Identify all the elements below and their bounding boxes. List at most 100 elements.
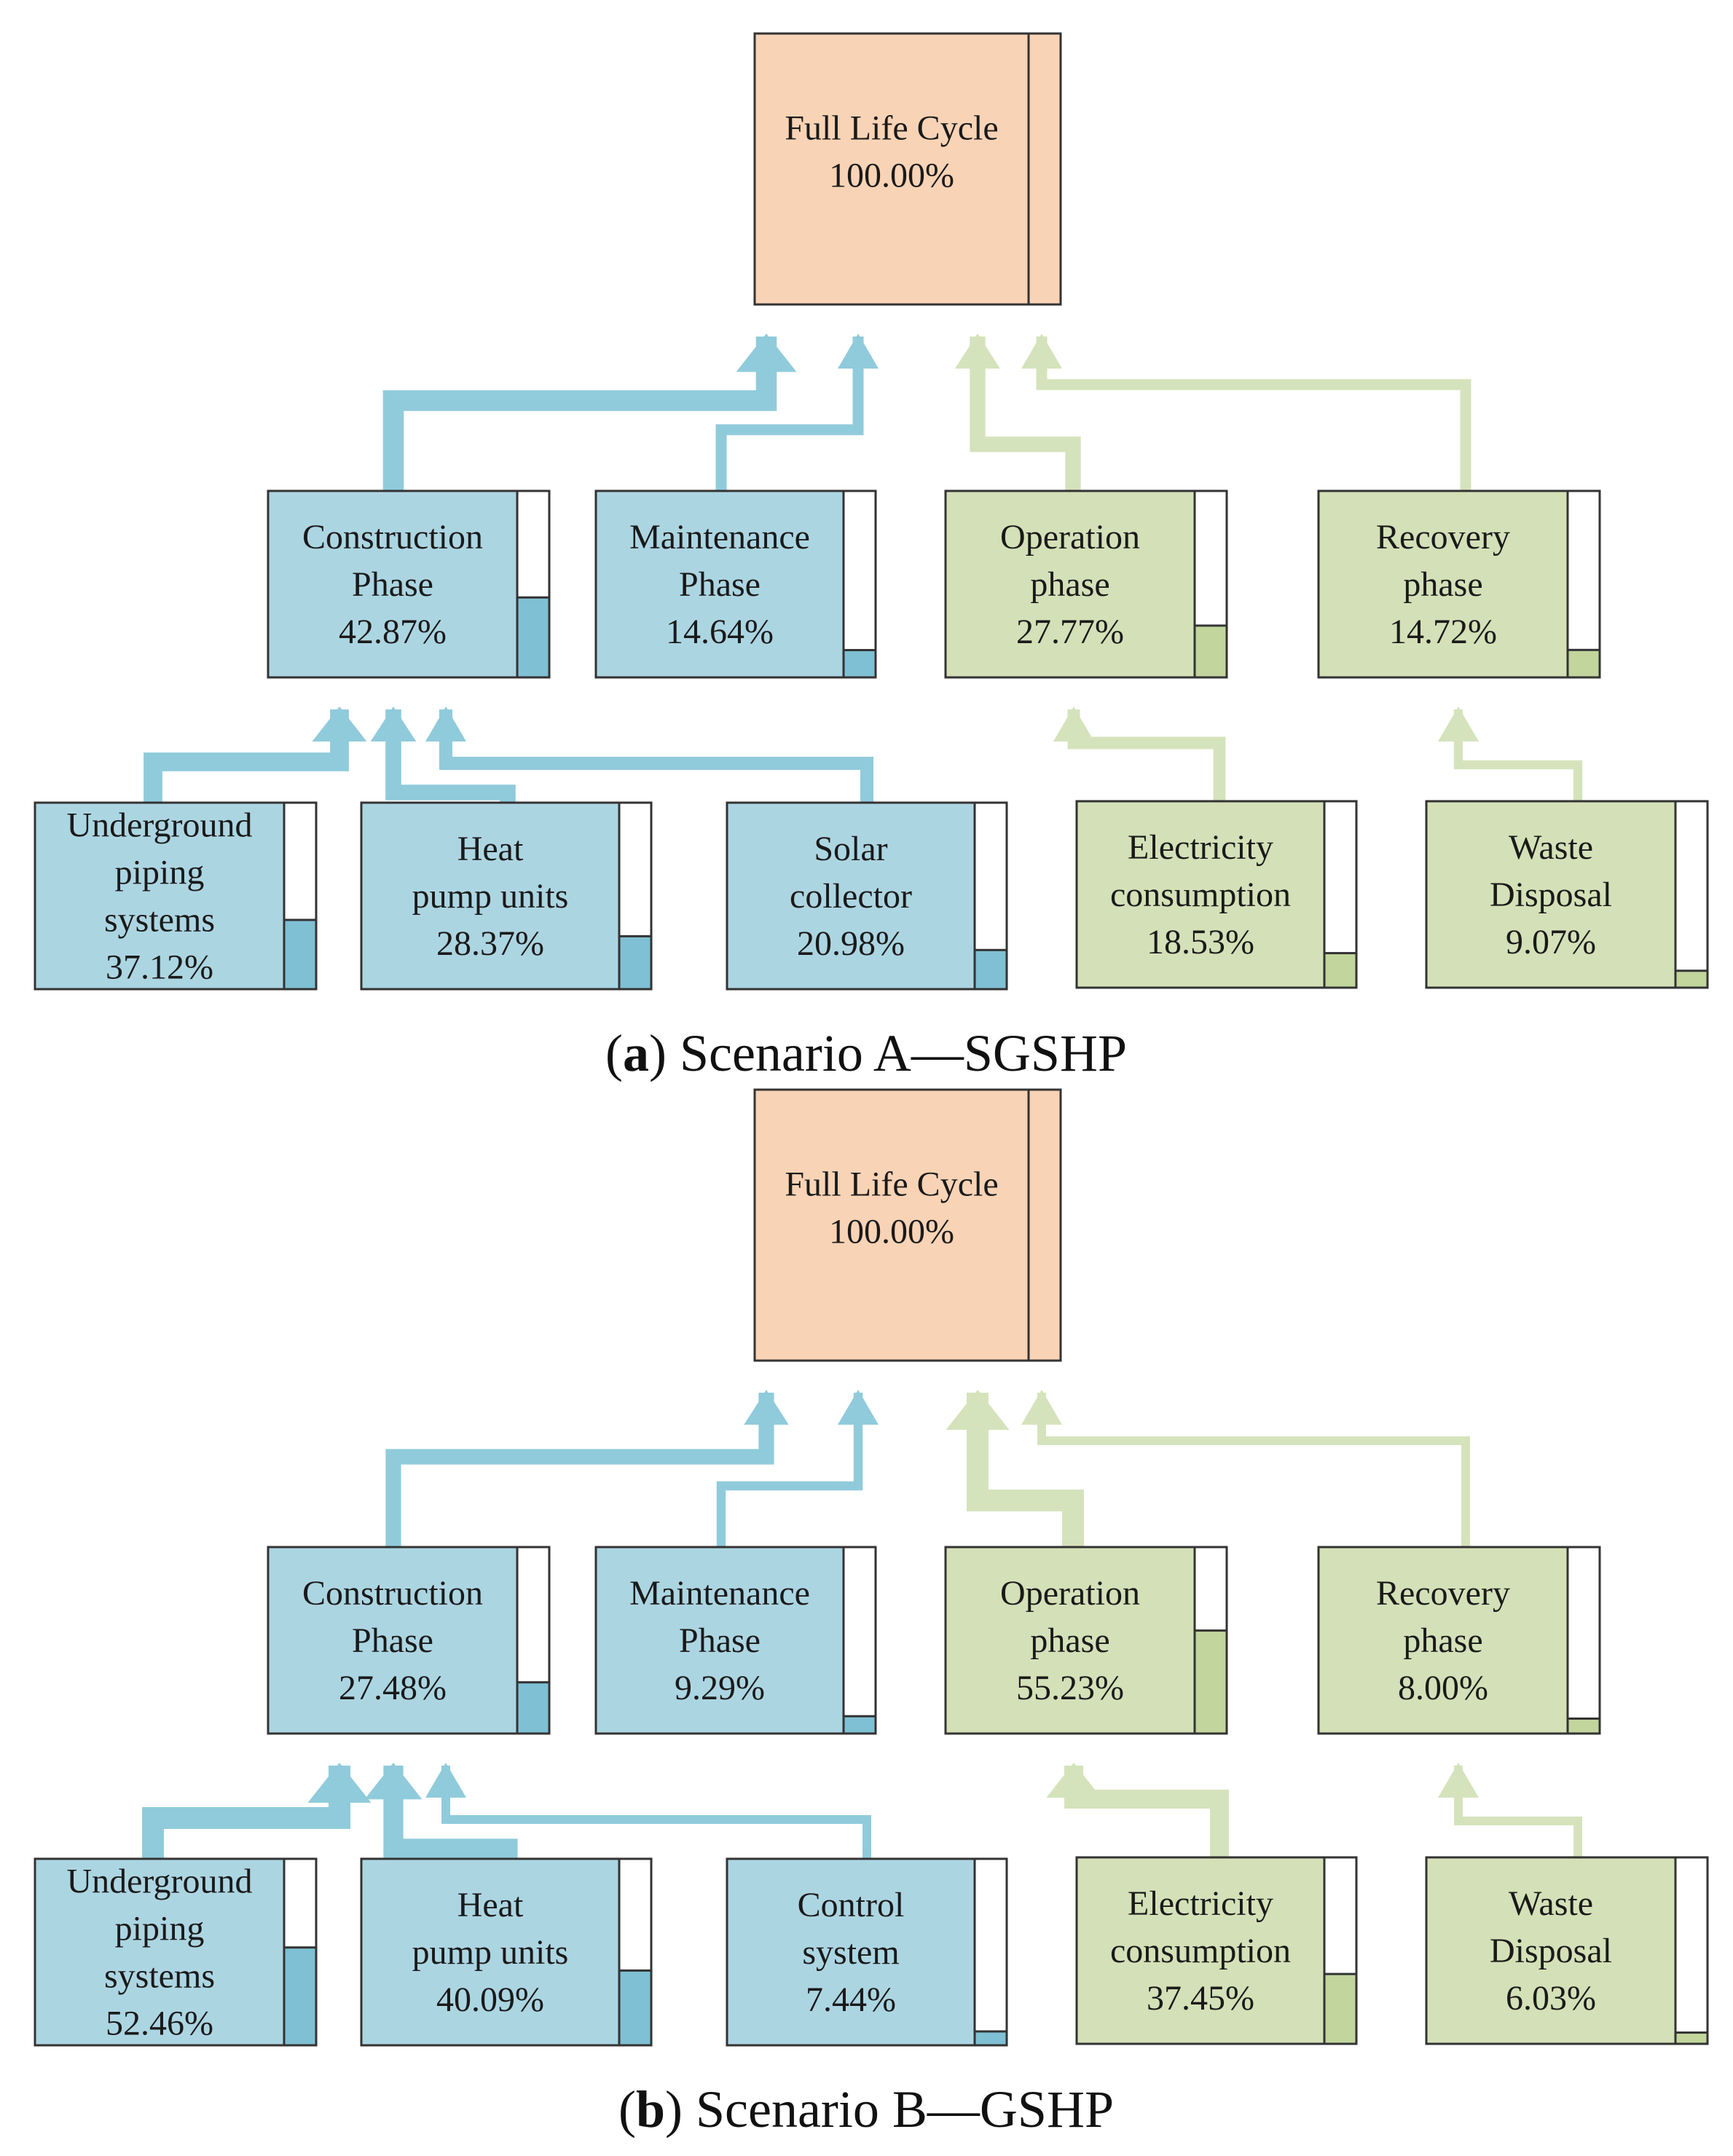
third-to-construction-arrowhead [425,1763,466,1798]
node-label-line: phase [1403,565,1482,604]
node-box [753,32,1062,306]
connector-layer [144,334,1583,803]
node-box [753,1088,1062,1362]
underground-to-construction-arrowhead [312,707,367,741]
node-box [726,801,1008,991]
node-box [34,801,318,991]
maintenance-to-top-arrowhead [838,1390,879,1425]
maintenance-to-top-arrowhead [838,334,879,369]
node-label-line: Phase [352,565,433,604]
node-label-line: Full Life Cycle [785,109,998,148]
node-label-line: 37.45% [1147,1979,1254,2018]
node-label-line: Disposal [1490,1932,1612,1970]
node-box [267,1546,551,1735]
recovery-to-top-arrowhead [1021,1390,1062,1425]
share-bar-track [1566,489,1601,679]
node-box [1425,1856,1709,2045]
recovery-to-top-link [1037,1393,1470,1547]
node-box [594,489,877,679]
share-bar-fill [1323,952,1358,989]
operation-to-top-link [967,1393,1084,1547]
construction-to-top-arrowhead [736,334,797,372]
heatpump-to-construction-link [385,709,516,803]
share-bar-fill [973,948,1008,991]
waste-to-recovery-arrowhead [1438,707,1479,741]
electricity-to-operation-arrowhead [1053,707,1094,741]
share-bar-fill [1674,969,1709,989]
construction-to-top-link [385,1393,774,1547]
share-bar-fill [1566,648,1601,679]
node-label-line: Electricity [1128,828,1273,867]
node-label-line: 14.64% [666,613,774,651]
node-label-line: Maintenance [629,1574,810,1613]
share-bar-fill [842,649,877,679]
node-label-line: Operation [1000,518,1140,556]
heatpump-to-construction-link [383,1766,518,1859]
node-label-line: system [802,1933,899,1972]
node-label: Electricity consumption 37.45% [1110,1884,1291,2018]
node-label-line: consumption [1110,876,1291,914]
node-box [1075,800,1358,989]
underground-to-construction-link [144,709,349,803]
recovery-to-top-link [1036,337,1471,491]
node-label-line: systems [104,901,215,940]
heatpump-to-construction-arrowhead [364,1763,423,1800]
share-bar-track [842,489,877,679]
share-bar-fill [516,1681,551,1735]
share-bar-fill [1193,624,1228,679]
electricity-to-operation-link [1067,709,1226,801]
node-label-line: Disposal [1490,876,1612,914]
share-bar-fill [1674,2031,1709,2045]
node-label-line: Electricity [1128,1884,1273,1923]
node-label-line: pump units [412,877,569,916]
node-label-line: 14.72% [1389,613,1497,651]
caption-letter: a [623,1024,649,1082]
node-label-line: Recovery [1376,1574,1510,1613]
node-label-line: Phase [352,1621,433,1660]
caption-text: ) Scenario B—GSHP [665,2080,1114,2139]
node-box [360,1857,653,2047]
operation-to-top-arrowhead [955,334,1000,369]
share-bar-fill [1566,1718,1601,1735]
node-box [944,489,1228,679]
maintenance-to-top-link [716,1393,863,1547]
share-bar-fill [283,1946,318,2047]
node-label-line: phase [1030,1621,1109,1660]
node-label-line: consumption [1110,1932,1291,1970]
waste-to-recovery-arrowhead [1438,1763,1479,1798]
share-bar-track [842,1546,877,1735]
operation-to-top-link [970,337,1081,491]
share-bar-fill [283,918,318,991]
share-bar-track [1566,1546,1601,1735]
node-label-line: 28.37% [436,924,544,963]
share-bar-fill [842,1715,877,1735]
share-bar-fill [516,596,551,679]
electricity-to-operation-link [1064,1766,1229,1857]
node-label-line: 9.07% [1506,923,1596,961]
node-label-line: Heat [457,1886,524,1924]
node-label-line: 8.00% [1398,1669,1488,1707]
node-label-line: 55.23% [1016,1669,1124,1707]
node-label-line: Underground [66,1862,252,1901]
